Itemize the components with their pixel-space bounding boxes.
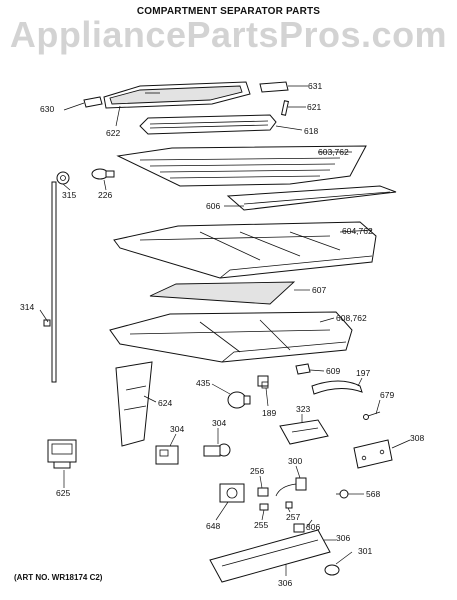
part-304-switch-left	[155, 445, 179, 465]
part-618-damper-control	[139, 114, 277, 135]
callout-679: 679	[380, 390, 394, 400]
part-568-plug	[336, 489, 349, 499]
callout-308: 308	[410, 433, 424, 443]
callout-608-762: 608,762	[336, 313, 367, 323]
part-300-connector	[275, 477, 307, 497]
part-621-bulb	[280, 100, 290, 116]
part-308-bracket	[353, 439, 393, 469]
callout-315: 315	[62, 190, 76, 200]
part-189-socket	[257, 375, 269, 389]
callout-197: 197	[356, 368, 370, 378]
callout-624: 624	[158, 398, 172, 408]
part-622-housing	[103, 81, 251, 109]
callout-607: 607	[312, 285, 326, 295]
diagram-title: COMPARTMENT SEPARATOR PARTS	[136, 6, 321, 17]
callout-618: 618	[304, 126, 318, 136]
callout-301: 301	[358, 546, 372, 556]
part-609-bracket	[295, 363, 311, 375]
part-625-module	[47, 439, 77, 469]
part-257-wire-clip	[285, 501, 293, 509]
callout-304-left: 304	[170, 424, 184, 434]
part-435-bulb	[227, 391, 251, 409]
callout-622: 622	[106, 128, 120, 138]
part-323-bracket	[279, 419, 329, 445]
callout-306-bottom: 306	[278, 578, 292, 588]
callout-435: 435	[196, 378, 210, 388]
callout-568: 568	[366, 489, 380, 499]
part-226-knob	[91, 168, 115, 180]
callout-609: 609	[326, 366, 340, 376]
callout-306-right: 306	[336, 533, 350, 543]
callout-300: 300	[288, 456, 302, 466]
callout-304-right: 304	[212, 418, 226, 428]
part-315-hinge-and-rod	[51, 171, 70, 383]
callout-621: 621	[307, 102, 321, 112]
callout-603-762: 603,762	[318, 147, 349, 157]
part-606-trim	[226, 185, 397, 211]
part-604-separator	[113, 221, 377, 279]
callout-631: 631	[308, 81, 322, 91]
part-679-screw	[363, 411, 381, 420]
callout-648: 648	[206, 521, 220, 531]
callout-323: 323	[296, 404, 310, 414]
part-608-lower-separator	[109, 311, 353, 363]
part-631-cover	[259, 81, 289, 93]
callout-306-top: 306	[306, 522, 320, 532]
callout-226: 226	[98, 190, 112, 200]
callout-606: 606	[206, 201, 220, 211]
part-648-motor	[219, 483, 245, 503]
callout-256: 256	[250, 466, 264, 476]
part-255-clip	[259, 503, 269, 511]
part-607-insulation	[149, 281, 296, 305]
callout-labels: 631 630 621 622 618 603,762 315 226 606 …	[20, 81, 424, 588]
leader-lines	[39, 85, 411, 576]
watermark: AppliancePartsPros.com	[9, 14, 448, 55]
part-624-panel	[115, 361, 153, 447]
callout-604-762: 604,762	[342, 226, 373, 236]
callout-255: 255	[254, 520, 268, 530]
part-603-upper-cover	[116, 145, 367, 187]
art-number: (ART NO. WR18174 C2)	[14, 573, 103, 582]
part-304-switch-right	[203, 443, 231, 457]
callout-257: 257	[286, 512, 300, 522]
part-630-cap	[83, 96, 103, 108]
part-306-base-bracket	[209, 523, 331, 583]
part-301-knob	[324, 564, 340, 576]
callout-314: 314	[20, 302, 34, 312]
callout-625: 625	[56, 488, 70, 498]
callout-189: 189	[262, 408, 276, 418]
part-256-connector	[257, 487, 269, 497]
callout-630: 630	[40, 104, 54, 114]
part-197-strap	[311, 380, 363, 395]
